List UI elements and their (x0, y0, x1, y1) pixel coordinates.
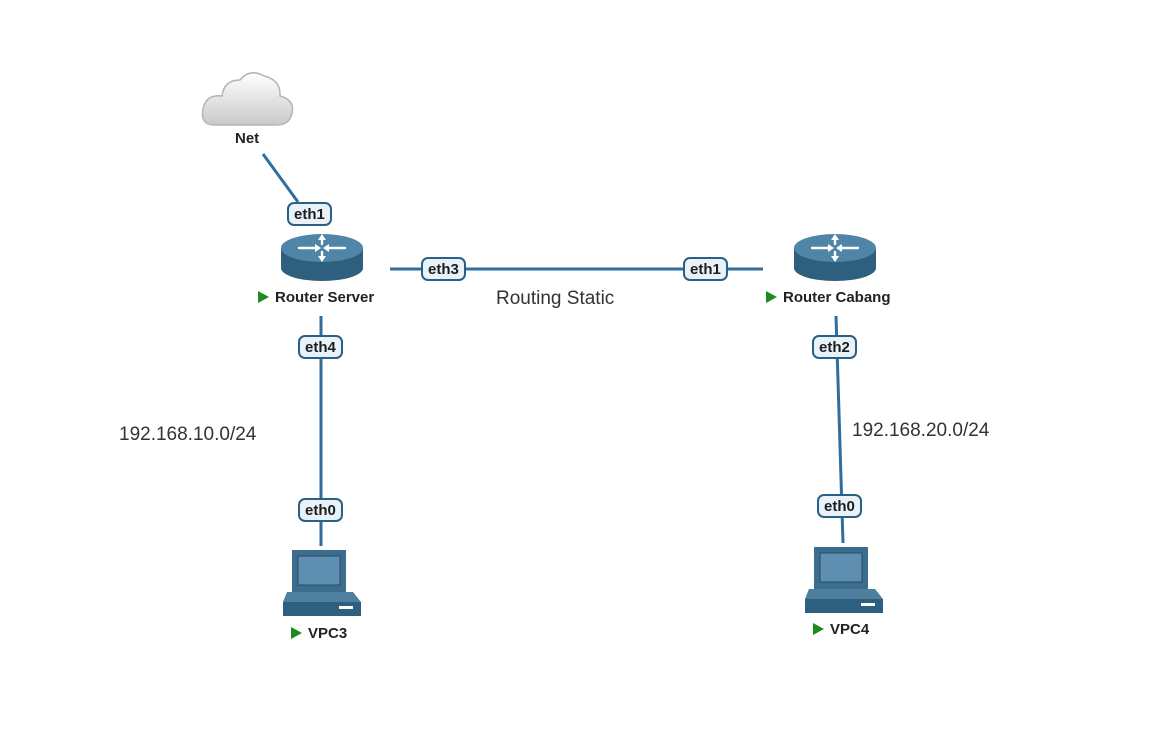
router-icon[interactable] (281, 234, 363, 281)
running-status-icon (813, 623, 824, 635)
subnet-label-cabang: 192.168.20.0/24 (852, 420, 990, 441)
pc-icon[interactable] (283, 550, 361, 616)
port-badge-server-eth3[interactable]: eth3 (421, 257, 466, 281)
node-label-vpc3: VPC3 (291, 625, 347, 642)
node-label-router-server: Router Server (258, 289, 374, 306)
node-name: Router Cabang (783, 289, 891, 306)
node-label-vpc4: VPC4 (813, 621, 869, 638)
router-icon[interactable] (794, 234, 876, 281)
port-badge-cabang-eth2[interactable]: eth2 (812, 335, 857, 359)
links (261, 153, 845, 546)
running-status-icon (766, 291, 777, 303)
pc-icon[interactable] (805, 547, 883, 613)
port-badge-server-eth4[interactable]: eth4 (298, 335, 343, 359)
node-label-net: Net (235, 130, 259, 147)
node-label-router-cabang: Router Cabang (766, 289, 891, 306)
routing-static-label: Routing Static (496, 288, 615, 309)
subnet-label-server: 192.168.10.0/24 (119, 424, 257, 445)
node-name: Router Server (275, 289, 375, 306)
port-badge-cabang-eth1[interactable]: eth1 (683, 257, 728, 281)
node-name: VPC4 (830, 621, 870, 638)
node-name: VPC3 (308, 625, 348, 642)
node-name: Net (235, 130, 260, 147)
port-badge-net-eth1[interactable]: eth1 (287, 202, 332, 226)
running-status-icon (291, 627, 302, 639)
port-badge-vpc4-eth0[interactable]: eth0 (817, 494, 862, 518)
port-badge-vpc3-eth0[interactable]: eth0 (298, 498, 343, 522)
link-net-router-server[interactable] (261, 153, 300, 203)
running-status-icon (258, 291, 269, 303)
cloud-icon[interactable] (201, 72, 294, 126)
